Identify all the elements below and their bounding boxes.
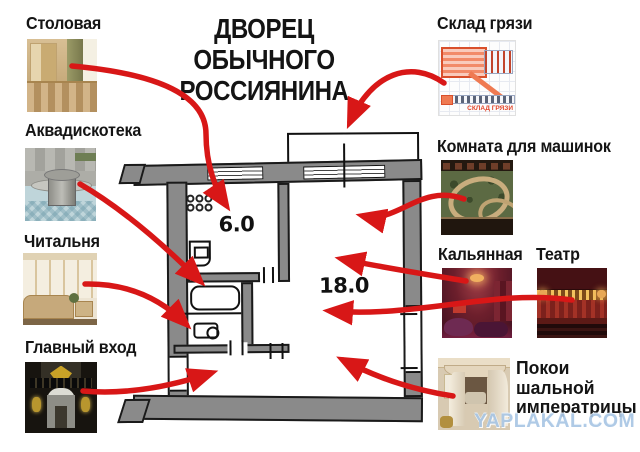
right-drape-decor [487,370,508,427]
right-glow-decor [597,289,606,299]
shelf-decor [441,160,513,172]
kitchen-door-tick [271,267,275,284]
photo-reading-room [23,253,97,325]
burner [186,194,195,203]
burner [186,203,195,212]
bathtub-fixture [190,285,241,311]
photo-aqua-disco [25,148,96,221]
toilet-bowl [206,326,220,340]
blueprint-caption: СКЛАД ГРЯЗИ [467,105,513,112]
label-reading-room: Читальня [24,231,100,251]
living-door-tick [269,343,272,360]
photo-dirt-warehouse-blueprint: СКЛАД ГРЯЗИ [438,40,516,116]
bottom-exterior-wall [132,394,424,423]
photo-theater [537,268,607,338]
small-block-decor [441,94,453,105]
gold-chair-decor [440,415,454,428]
label-toy-car-room: Комната для машинок [437,136,611,156]
photo-main-entrance [25,362,97,433]
bathroom-right-wall [241,282,254,347]
title-line-2: РОССИЯНИНА [179,75,349,106]
living-door-tick [281,342,284,359]
curtain-decor [537,300,607,319]
label-main-entrance: Главный вход [25,337,137,357]
stove-fixture [186,194,216,220]
bath-door-tick [229,340,232,356]
curtain-decor [67,39,84,85]
window-decor [83,39,97,81]
photo-toy-car-room [441,160,513,235]
sink-basin [193,246,209,259]
couch-decor [444,317,474,336]
kitchen-door-tick [262,267,266,284]
page-title: ДВОРЕЦ ОБЫЧНОГО РОССИЯНИНА [147,13,381,106]
kitchen-bath-partition [187,272,261,283]
front-edge-decor [441,217,513,235]
label-dining-room: Столовая [26,13,102,33]
blueprint-strip-decor [448,94,515,104]
tv-glow-decor [453,304,467,313]
cabinet-decor [30,43,57,83]
floor-decor [23,318,97,325]
empress-label-line1: Покои [516,357,570,378]
right-lamp-decor [80,396,90,412]
living-room-area-value: 18.0 [318,273,369,298]
plant-decor [69,293,80,304]
site-watermark: YAPLAKAL.COM [474,410,636,432]
empress-label-line2: шальной [516,376,595,398]
chandelier-decor [470,273,484,282]
photo-hookah-lounge [442,268,512,338]
highlighted-room-decor [441,47,487,78]
floor-plan: 6.0 18.0 [117,127,426,425]
burner [204,194,213,203]
left-wall-opening [169,355,187,392]
hedge-decor [74,153,96,161]
window-axis-line [343,143,346,188]
burner [195,203,204,212]
sink-fixture [188,240,211,267]
burner [195,194,204,203]
kitchen-living-partition [277,182,291,282]
bathroom-divider-line [177,312,242,315]
kitchen-area-value: 6.0 [218,212,255,237]
table-decor [75,301,94,318]
label-theater: Театр [536,244,580,264]
balcony-door-tick [400,313,418,316]
gate-grill-decor [30,378,92,388]
wall-panels-decor [23,260,97,298]
label-hookah-lounge: Кальянная [438,244,523,264]
bed-decor [464,391,487,405]
toilet-fixture [193,322,220,340]
left-glow-decor [538,289,547,299]
couch2-decor [474,321,508,338]
burner [204,203,213,212]
label-aqua-disco: Аквадискотека [25,120,142,140]
balcony-door-tick [400,367,418,370]
blueprint-annex-decor [483,50,513,75]
sofa-decor [23,294,74,319]
kitchen-window [207,166,264,181]
seat-rows-decor [537,324,607,338]
stage-floor-decor [537,318,607,324]
title-line-1: ДВОРЕЦ ОБЫЧНОГО [193,13,335,75]
door-decor [55,406,67,429]
chairs-decor [27,80,97,112]
wall-panel-decor [493,280,512,322]
bath-door-tick [241,340,244,356]
balcony-door-opening [405,305,421,374]
fountain-top-decor [43,169,80,182]
empress-label-line3: императрицы [516,396,637,417]
label-dirt-warehouse: Склад грязи [437,13,533,33]
proscenium-decor [537,268,607,289]
photo-dining-room [27,39,97,112]
left-lamp-decor [32,396,42,412]
label-empress-chambers: Покои шальной императрицы [516,358,637,417]
